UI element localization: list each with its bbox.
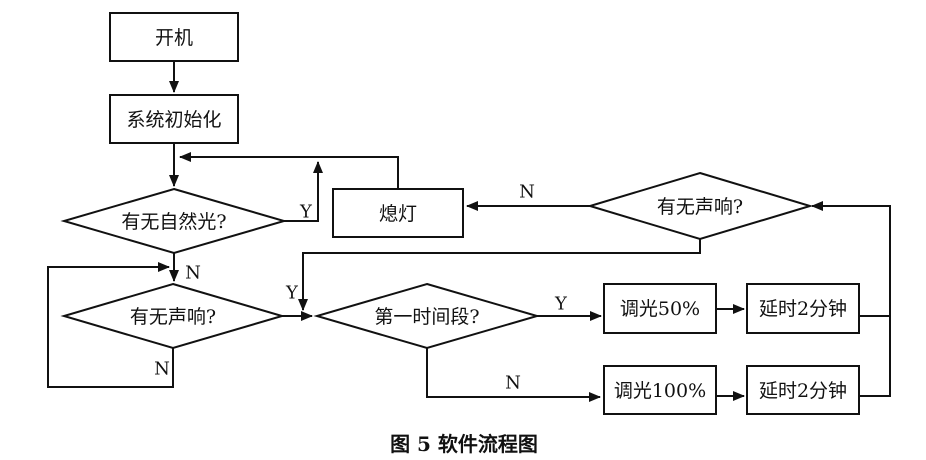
node-first-period-diamond (313, 282, 541, 350)
node-delay-top-box (746, 283, 860, 334)
node-power-on-label: 开机 (155, 27, 193, 49)
node-sound-check-right-diamond (586, 171, 814, 241)
edge-firstperiod-no (426, 348, 601, 402)
node-dim-50-label: 调光50% (620, 298, 700, 320)
label-natural-light-no: N (185, 263, 201, 284)
node-system-init-box (109, 94, 239, 144)
node-delay-bottom-box (746, 365, 860, 415)
node-lights-off-label: 熄灯 (379, 203, 417, 225)
figure-caption: 图 5 软件流程图 (390, 432, 538, 456)
node-dim-100-box (603, 365, 717, 415)
node-sound-check-left-diamond (60, 282, 286, 350)
node-delay-top-label: 延时2分钟 (759, 298, 847, 320)
edge-lightsoff-return-loop (179, 152, 399, 189)
node-dim-50-box (603, 283, 717, 334)
node-sound-check-left-label: 有无声响? (130, 306, 216, 328)
node-sound-check-right-label: 有无声响? (657, 196, 743, 218)
edge-soundright-yes-loop (298, 239, 701, 311)
label-first-period-no: N (505, 373, 521, 394)
label-sound-left-no: N (154, 359, 170, 380)
node-power-on-box (109, 12, 239, 62)
edge-collector-to-soundright (811, 201, 891, 397)
edge-naturallight-yes-loop (284, 161, 323, 222)
node-dim-100-label: 调光100% (614, 380, 706, 402)
node-natural-light-diamond (60, 187, 288, 255)
node-lights-off-box (332, 188, 464, 238)
node-delay-bottom-label: 延时2分钟 (759, 380, 847, 402)
node-first-period-label: 第一时间段? (374, 306, 479, 328)
node-system-init-label: 系统初始化 (126, 109, 221, 131)
node-natural-light-label: 有无自然光? (121, 211, 226, 233)
label-natural-light-yes: Y (299, 202, 313, 223)
label-first-period-yes: Y (554, 294, 568, 315)
edge-soundleft-no-loop (47, 262, 174, 388)
label-sound-left-yes: Y (285, 283, 299, 304)
label-sound-right-no: N (519, 182, 535, 203)
